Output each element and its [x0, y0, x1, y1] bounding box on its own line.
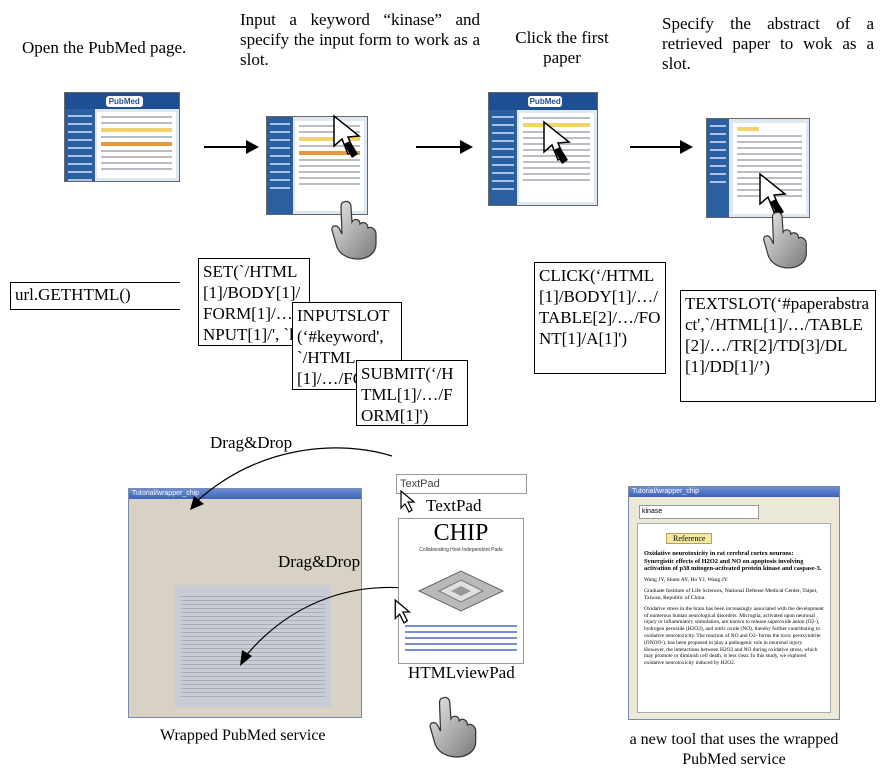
step1-caption: Open the PubMed page. [22, 38, 187, 57]
arrow-3 [630, 146, 684, 148]
cursor-icon [759, 172, 787, 216]
pubmed-header: PubMed [65, 93, 179, 109]
hand-icon [763, 211, 807, 269]
hand-icon [429, 696, 477, 758]
set-code-box: SET(`/HTML[1]/BODY[1]/FORM[1]/…/INPUT[1]… [198, 258, 310, 346]
step2-caption: Input a keyword “kinase” and specify the… [240, 10, 480, 69]
pubmed-screenshot-1: PubMed [64, 92, 180, 182]
pubmed-logo: PubMed [527, 96, 563, 107]
step4-caption: Specify the abstract of a retrieved pape… [662, 14, 874, 73]
new-tool-window: Tutorial/wrapper_chip kinase Reference O… [628, 486, 840, 720]
gethtml-label: url.GETHTML() [10, 282, 180, 310]
hand-icon [331, 200, 377, 260]
textslot-code-box: TEXTSLOT(‘#paperabstract',`/HTML[1]/…/TA… [680, 290, 876, 402]
pubmed-screenshot-3: PubMed [488, 92, 598, 206]
cursor-icon [333, 114, 361, 158]
drag-arrow-2 [240, 586, 405, 666]
htmlviewpad-window: CHIP Collaborating Host-Independent Pads [398, 518, 524, 664]
chip-subtitle: Collaborating Host-Independent Pads [419, 547, 503, 553]
pubmed-logo: PubMed [106, 96, 143, 107]
cursor-icon [400, 490, 416, 513]
textpad-field[interactable]: TextPad [396, 474, 527, 494]
textpad-label: TextPad [426, 496, 482, 515]
tool-paper-abstract: Oxidative stress in the brain has been i… [644, 605, 824, 667]
wrapped-pad-area [175, 585, 331, 707]
htmlviewpad-label: HTMLviewPad [408, 663, 515, 682]
step3-caption: Click the first paper [515, 28, 609, 67]
tool-paper-title: Oxidative neurotoxicity in rat cerebral … [644, 550, 822, 573]
window-titlebar: Tutorial/wrapper_chip [629, 487, 839, 497]
drag-drop-label-2: Drag&Drop [278, 552, 361, 571]
tool-abstract-panel: Reference Oxidative neurotoxicity in rat… [637, 523, 831, 713]
arrow-2 [416, 146, 464, 148]
drag-drop-label-1: Drag&Drop [210, 433, 293, 452]
cursor-icon [543, 120, 571, 164]
cursor-icon [394, 598, 412, 624]
drag-arrow-1 [190, 447, 393, 510]
wrapped-caption: Wrapped PubMed service [160, 727, 326, 744]
tool-paper-affiliation: Graduate Institute of Life Sciences, Nat… [644, 587, 818, 601]
tool-paper-authors: Wang JY, Shum AY, Ho YJ, Wang JY. [644, 576, 729, 583]
arrow-1 [204, 146, 250, 148]
click-code-box: CLICK(‘/HTML[1]/BODY[1]/…/TABLE[2]/…/FON… [534, 262, 666, 374]
reference-heading: Reference [666, 533, 713, 544]
chip-diagram [417, 570, 505, 612]
tool-keyword-field[interactable]: kinase [639, 505, 759, 519]
wrapped-pubmed-window: Tutorial/wrapper_chip [128, 488, 362, 718]
chip-title: CHIP [433, 520, 489, 546]
submit-code-box: SUBMIT(‘/HTML[1]/…/FORM[1]') [356, 360, 468, 426]
tool-caption: a new tool that uses the wrapped PubMed … [629, 731, 839, 768]
window-titlebar: Tutorial/wrapper_chip [129, 489, 361, 499]
